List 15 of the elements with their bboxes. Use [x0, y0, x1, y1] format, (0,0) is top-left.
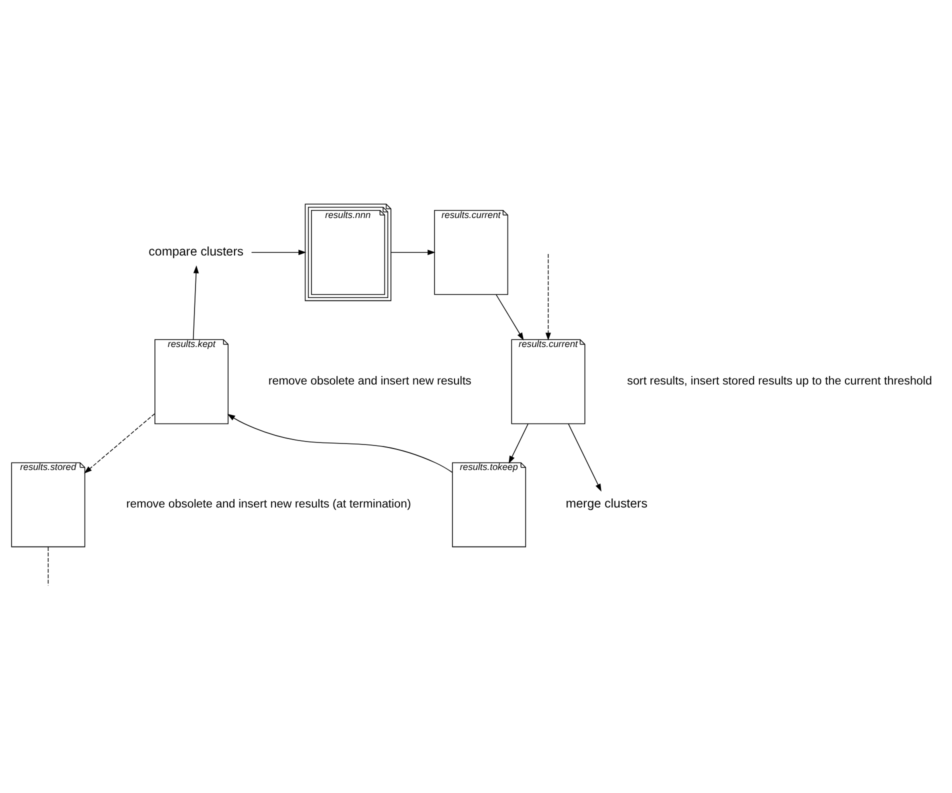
arrow [251, 250, 306, 256]
arrow [568, 424, 602, 492]
node-label: remove obsolete and insert new results (at termination) [126, 497, 412, 510]
connector [48, 546, 49, 586]
node-text: compare clusters [148, 244, 244, 258]
arrow [508, 424, 528, 464]
node-label: remove obsolete and insert new results [268, 374, 472, 388]
node-text: merge clusters [566, 496, 648, 511]
node-label: sort results, insert stored results up to the current threshold [627, 374, 932, 388]
arrow [390, 250, 436, 256]
arrow [84, 413, 155, 474]
arrow [192, 265, 199, 340]
arrow [227, 414, 453, 473]
arrow [496, 294, 524, 340]
arrow [546, 254, 551, 340]
